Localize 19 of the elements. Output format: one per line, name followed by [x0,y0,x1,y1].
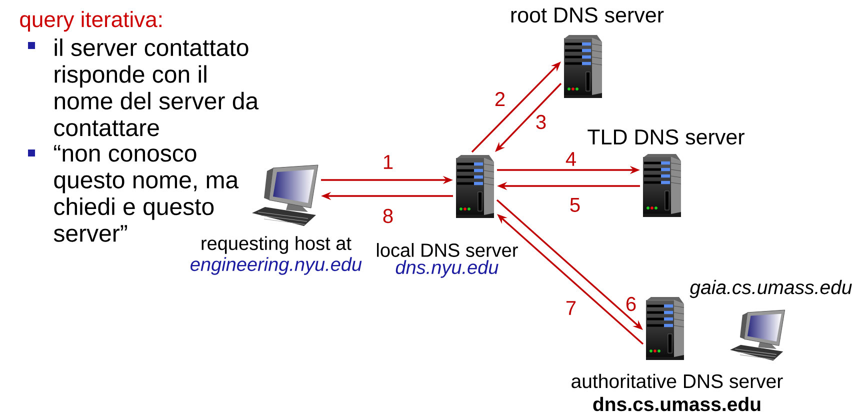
edge-label: 5 [568,197,582,213]
node-label: local DNS server [377,243,518,257]
bullet-text: il server contattato risponde con il nome del server da contattare [54,38,259,136]
edge-label: 3 [534,114,548,130]
edge-label: 6 [624,296,638,312]
edge-label: 1 [381,154,395,170]
node-label: authoritative DNS server [572,374,783,388]
node-label: root DNS server [511,7,664,23]
domain-name: dns.cs.umass.edu [593,396,760,412]
edge-label: 7 [564,300,578,316]
domain-name: dns.nyu.edu [396,260,498,278]
node-label: TLD DNS server [588,129,744,145]
domain-name: gaia.cs.umass.edu [690,280,852,298]
edge-label: 8 [381,208,395,224]
edge-label: 2 [493,91,507,107]
title: query iterativa: [20,11,162,32]
edge-label: 4 [564,151,578,167]
node-label: requesting host at [202,236,352,254]
domain-name: engineering.nyu.edu [190,257,362,275]
